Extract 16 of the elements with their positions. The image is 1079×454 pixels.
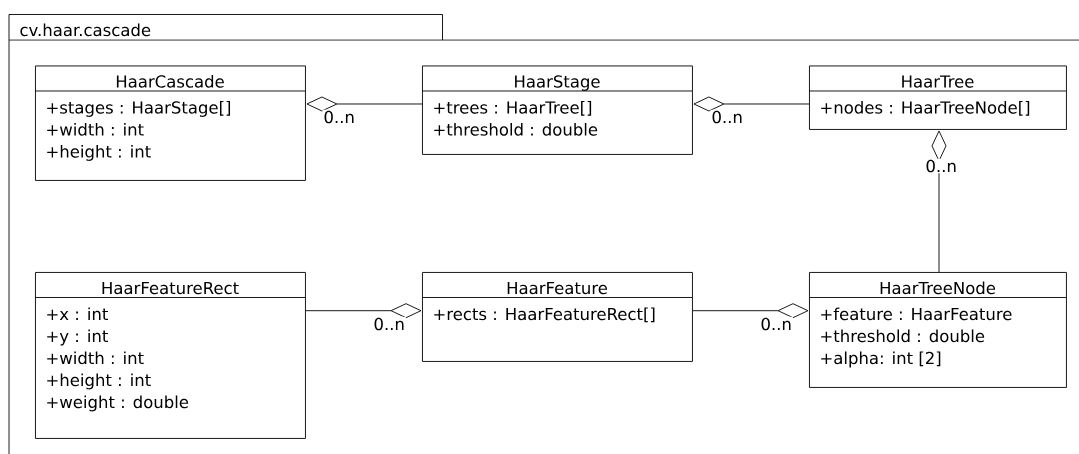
multiplicity-label: 0..n <box>372 316 406 332</box>
class-box: HaarCascade +stages : HaarStage[] +width : int +height : int <box>34 65 306 181</box>
aggregation-line <box>692 303 809 319</box>
class-box: HaarFeatureRect +x : int +y : int +width : int +height : int +weight : double <box>34 272 306 439</box>
aggregation-line <box>931 130 947 273</box>
class-box: HaarStage +trees : HaarTree[] +threshold : double <box>421 65 693 155</box>
multiplicity-label: 0..n <box>759 316 793 332</box>
class-box: HaarTree +nodes : HaarTreeNode[] <box>808 65 1067 130</box>
class-box: HaarTreeNode +feature : HaarFeature +threshold : double +alpha: int [2] <box>808 272 1067 388</box>
aggregation-line <box>305 303 422 319</box>
aggregation-line <box>306 96 423 112</box>
multiplicity-label: 0..n <box>710 109 744 125</box>
multiplicity-label: 0..n <box>322 109 356 125</box>
class-box: HaarFeature +rects : HaarFeatureRect[] <box>421 272 693 362</box>
aggregation-line <box>693 96 810 112</box>
multiplicity-label: 0..n <box>924 158 958 174</box>
